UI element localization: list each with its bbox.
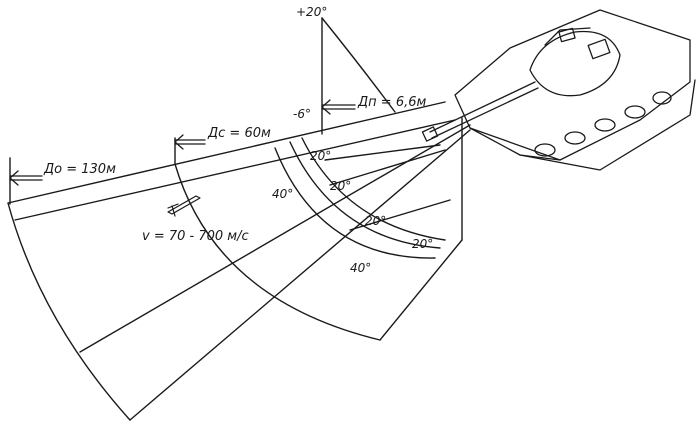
label-angle-20-a: 20° (310, 149, 331, 163)
middle-arc-3 (301, 137, 446, 241)
projectile-icon (167, 195, 201, 217)
fan-line-1 (129, 129, 471, 421)
label-d-o: Дo = 130м (43, 162, 116, 177)
label-d-p: Дп = 6,6м (357, 95, 426, 110)
label-velocity: v = 70 - 700 м/с (142, 229, 249, 244)
radial-tick-1 (324, 144, 441, 161)
fan-line-3 (14, 119, 456, 221)
radial-tick-3 (349, 199, 451, 231)
label-angle-20-c: 20° (365, 214, 386, 228)
upper-boundary-line (7, 101, 446, 204)
label-angle-20-d: 20° (412, 237, 433, 251)
outer-range-arc (7, 202, 131, 421)
tank-icon (421, 9, 696, 171)
label-elevation-top: +20° (296, 5, 327, 19)
middle-arc-1 (274, 147, 436, 259)
label-angle-40-bottom: 40° (350, 261, 371, 275)
radial-tick-2 (329, 149, 446, 186)
label-angle-40-left: 40° (272, 187, 293, 201)
distance-arrows (9, 99, 356, 186)
range-arc-60 (174, 163, 381, 341)
lower-boundary-line (379, 239, 463, 341)
label-d-c: Дс = 60м (207, 126, 271, 141)
label-angle-20-b: 20° (330, 179, 351, 193)
label-depression: -6° (293, 107, 311, 121)
elevation-arc (321, 17, 396, 113)
zone-lines (7, 17, 471, 421)
middle-arc-2 (289, 141, 441, 249)
